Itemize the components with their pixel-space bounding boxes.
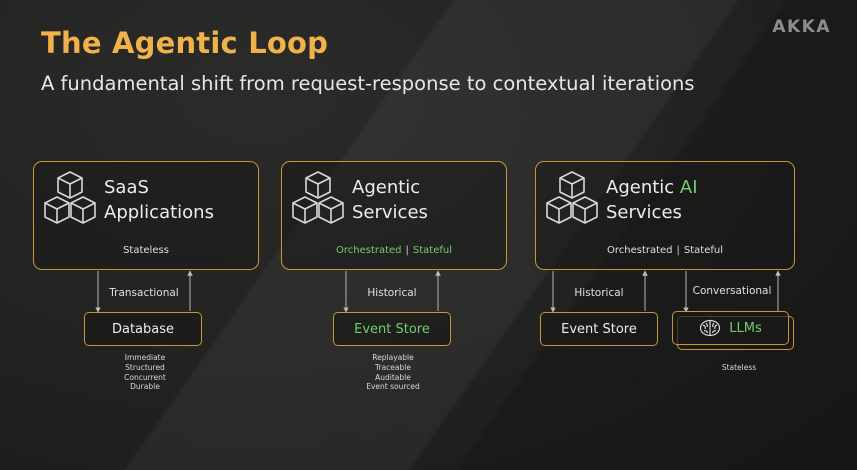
- cubes-icon: [39, 169, 101, 235]
- llms-label: LLMs: [729, 320, 762, 336]
- card-title: Agentic AI Services: [606, 177, 698, 223]
- cubes-icon: [541, 169, 603, 235]
- connector-label: Historical: [367, 287, 417, 299]
- store-notes: Replayable Traceable Auditable Event sou…: [366, 353, 420, 392]
- brain-icon: [699, 319, 721, 337]
- card-agentic-ai-services: Agentic AI Services Orchestrated|Statefu…: [535, 161, 795, 270]
- card-agentic-services: Agentic Services Orchestrated|Stateful: [281, 161, 507, 270]
- card-tag: Orchestrated|Stateful: [606, 245, 724, 256]
- brand-logo: AKKA: [772, 17, 831, 37]
- connector-label-historical: Historical: [574, 287, 624, 299]
- event-store-box: Event Store: [540, 312, 658, 346]
- page-subtitle: A fundamental shift from request-respons…: [41, 72, 695, 95]
- card-title: Agentic Services: [352, 177, 428, 223]
- llms-box: LLMs: [672, 311, 789, 345]
- database-box: Database: [84, 312, 202, 346]
- connector-label: Transactional: [109, 287, 179, 299]
- card-title: SaaS Applications: [104, 177, 214, 223]
- store-notes: Stateless: [721, 363, 757, 372]
- cubes-icon: [287, 169, 349, 235]
- connector-label-conversational: Conversational: [692, 285, 772, 297]
- store-notes: Immediate Structured Concurrent Durable: [124, 353, 166, 392]
- page-title: The Agentic Loop: [41, 26, 329, 60]
- card-saas-applications: SaaS Applications Stateless: [33, 161, 259, 270]
- event-store-box: Event Store: [333, 312, 451, 346]
- card-tag: Orchestrated|Stateful: [335, 245, 453, 256]
- card-tag: Stateless: [123, 245, 169, 256]
